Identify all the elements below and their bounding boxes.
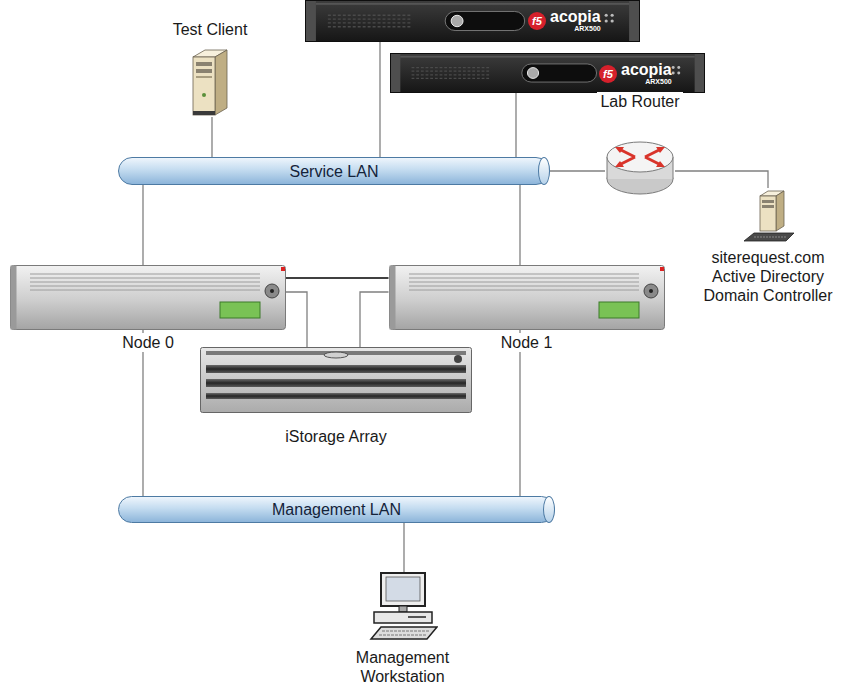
node-label: Test Client	[170, 20, 251, 39]
node-label: Node 1	[498, 333, 556, 352]
band-label: Management LAN	[272, 500, 401, 519]
network-link	[360, 292, 389, 347]
network-link	[519, 185, 520, 265]
network-link	[286, 277, 389, 279]
appliance-node: f5acopiaARX500	[390, 53, 705, 93]
network-band: Service LAN	[118, 157, 550, 185]
brand-name: acopia	[621, 61, 672, 78]
network-link	[379, 42, 380, 157]
network-link	[515, 93, 516, 157]
device-node: Node 1	[388, 265, 665, 352]
node-label: siterequest.com Active Directory Domain …	[689, 248, 847, 305]
network-link	[142, 185, 143, 265]
domain-controller-icon	[740, 188, 796, 242]
model-number: ARX500	[574, 25, 600, 33]
server-node-device	[389, 265, 665, 330]
network-link	[550, 170, 605, 171]
storage-array-device	[200, 347, 472, 413]
server-node: siterequest.com Active Directory Domain …	[689, 188, 847, 305]
brand-text: acopiaARX500	[621, 61, 672, 86]
router-icon	[605, 139, 675, 197]
node-label: Lab Router	[597, 92, 682, 111]
network-link	[675, 171, 768, 188]
brand-logo: f5acopiaARX500	[599, 61, 672, 86]
brand-text: acopiaARX500	[550, 8, 601, 33]
band-label: Service LAN	[290, 162, 379, 181]
brand-name: acopia	[550, 8, 601, 25]
icon-holder	[189, 45, 231, 117]
icon-holder	[740, 188, 796, 242]
client-server-icon	[189, 45, 231, 117]
network-band: Management LAN	[118, 496, 555, 523]
logo-mark: f5	[599, 65, 617, 83]
model-number: ARX500	[645, 78, 671, 86]
band-end	[543, 496, 555, 523]
node-label: Node 0	[119, 333, 177, 352]
icon-holder	[389, 265, 665, 330]
icon-holder	[200, 347, 472, 413]
router-node: Lab Router	[596, 92, 684, 197]
network-link	[403, 523, 404, 572]
band-end	[538, 157, 550, 185]
device-node: Node 0	[10, 265, 286, 352]
network-link	[142, 330, 143, 496]
logo-mark: f5	[528, 12, 546, 30]
client-node: Test Client	[150, 20, 270, 117]
network-link	[211, 117, 212, 157]
appliance-node: f5acopiaARX500	[305, 0, 640, 42]
workstation-node: Management Workstation	[341, 572, 464, 686]
workstation-icon	[368, 572, 438, 640]
network-link	[286, 292, 307, 347]
storage-node: iStorage Array	[200, 347, 472, 446]
node-label: iStorage Array	[282, 427, 389, 446]
network-link	[519, 330, 520, 496]
server-node-device	[10, 265, 286, 330]
brand-logo: f5acopiaARX500	[528, 8, 601, 33]
icon-holder	[368, 572, 438, 640]
icon-holder	[10, 265, 286, 330]
node-label: Management Workstation	[341, 648, 464, 686]
icon-holder	[605, 139, 675, 197]
